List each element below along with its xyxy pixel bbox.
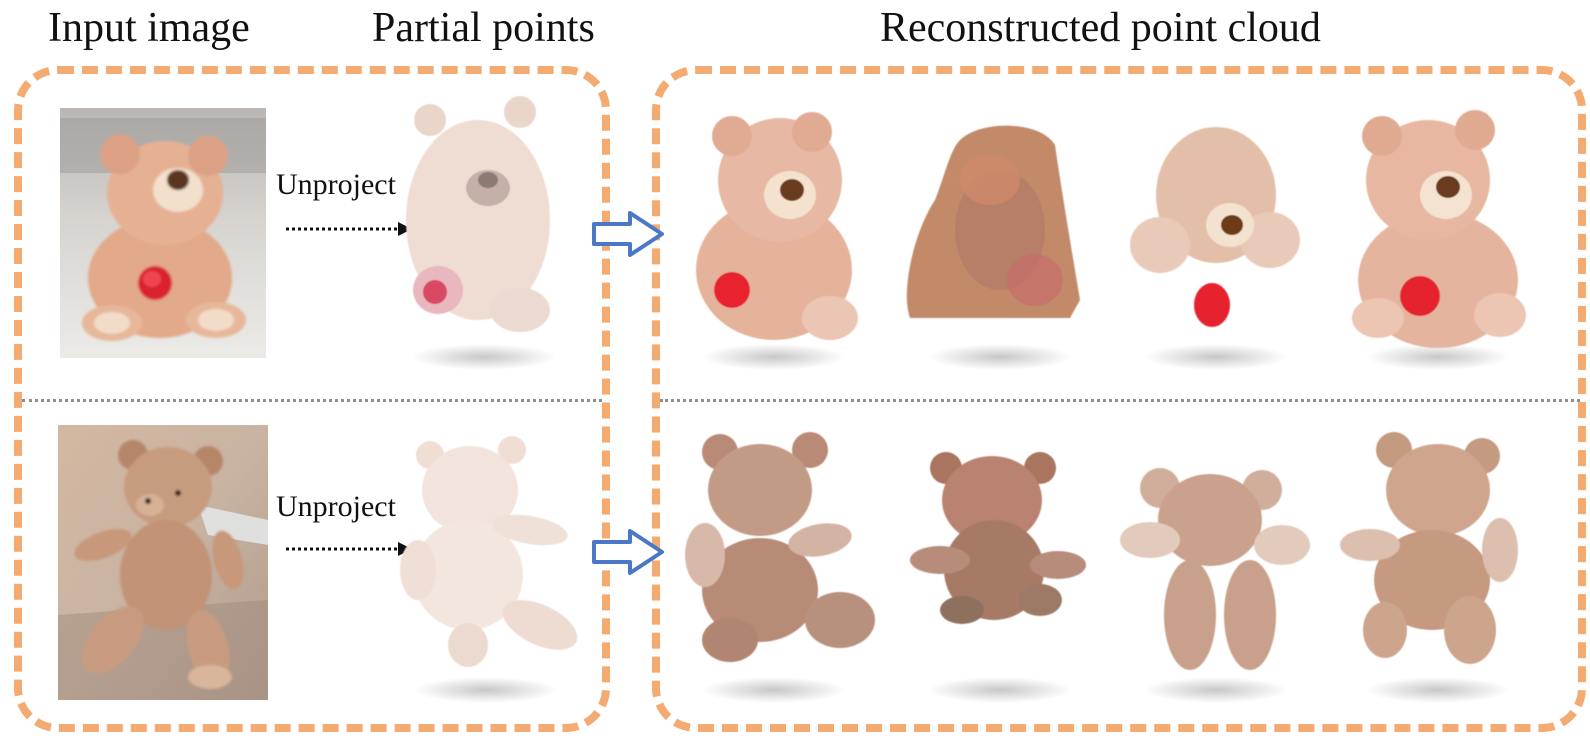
reconstruction-row-2-view-1: [685, 432, 875, 662]
reconstruction-row-1-view-1: [696, 112, 858, 340]
shadow: [928, 677, 1072, 703]
reconstruction-row-1-view-2: [907, 126, 1080, 318]
reconstruction-row-2-view-2: [910, 452, 1086, 624]
reconstruction-row-1-view-4: [1352, 110, 1526, 348]
shadow: [1366, 677, 1510, 703]
reconstruction-row-2-view-3: [1120, 468, 1310, 670]
shadow: [928, 344, 1072, 370]
reconstruction-row-2-view-4: [1340, 432, 1518, 664]
shadow: [412, 344, 556, 370]
shadow: [1144, 344, 1288, 370]
shadow: [1144, 677, 1288, 703]
shadow: [414, 677, 558, 703]
reconstruction-row-1-view-3: [1130, 127, 1300, 327]
shadow: [702, 677, 846, 703]
shadow: [702, 344, 846, 370]
partial-points-row-2: [400, 436, 585, 667]
partial-points-row-1: [406, 96, 550, 332]
